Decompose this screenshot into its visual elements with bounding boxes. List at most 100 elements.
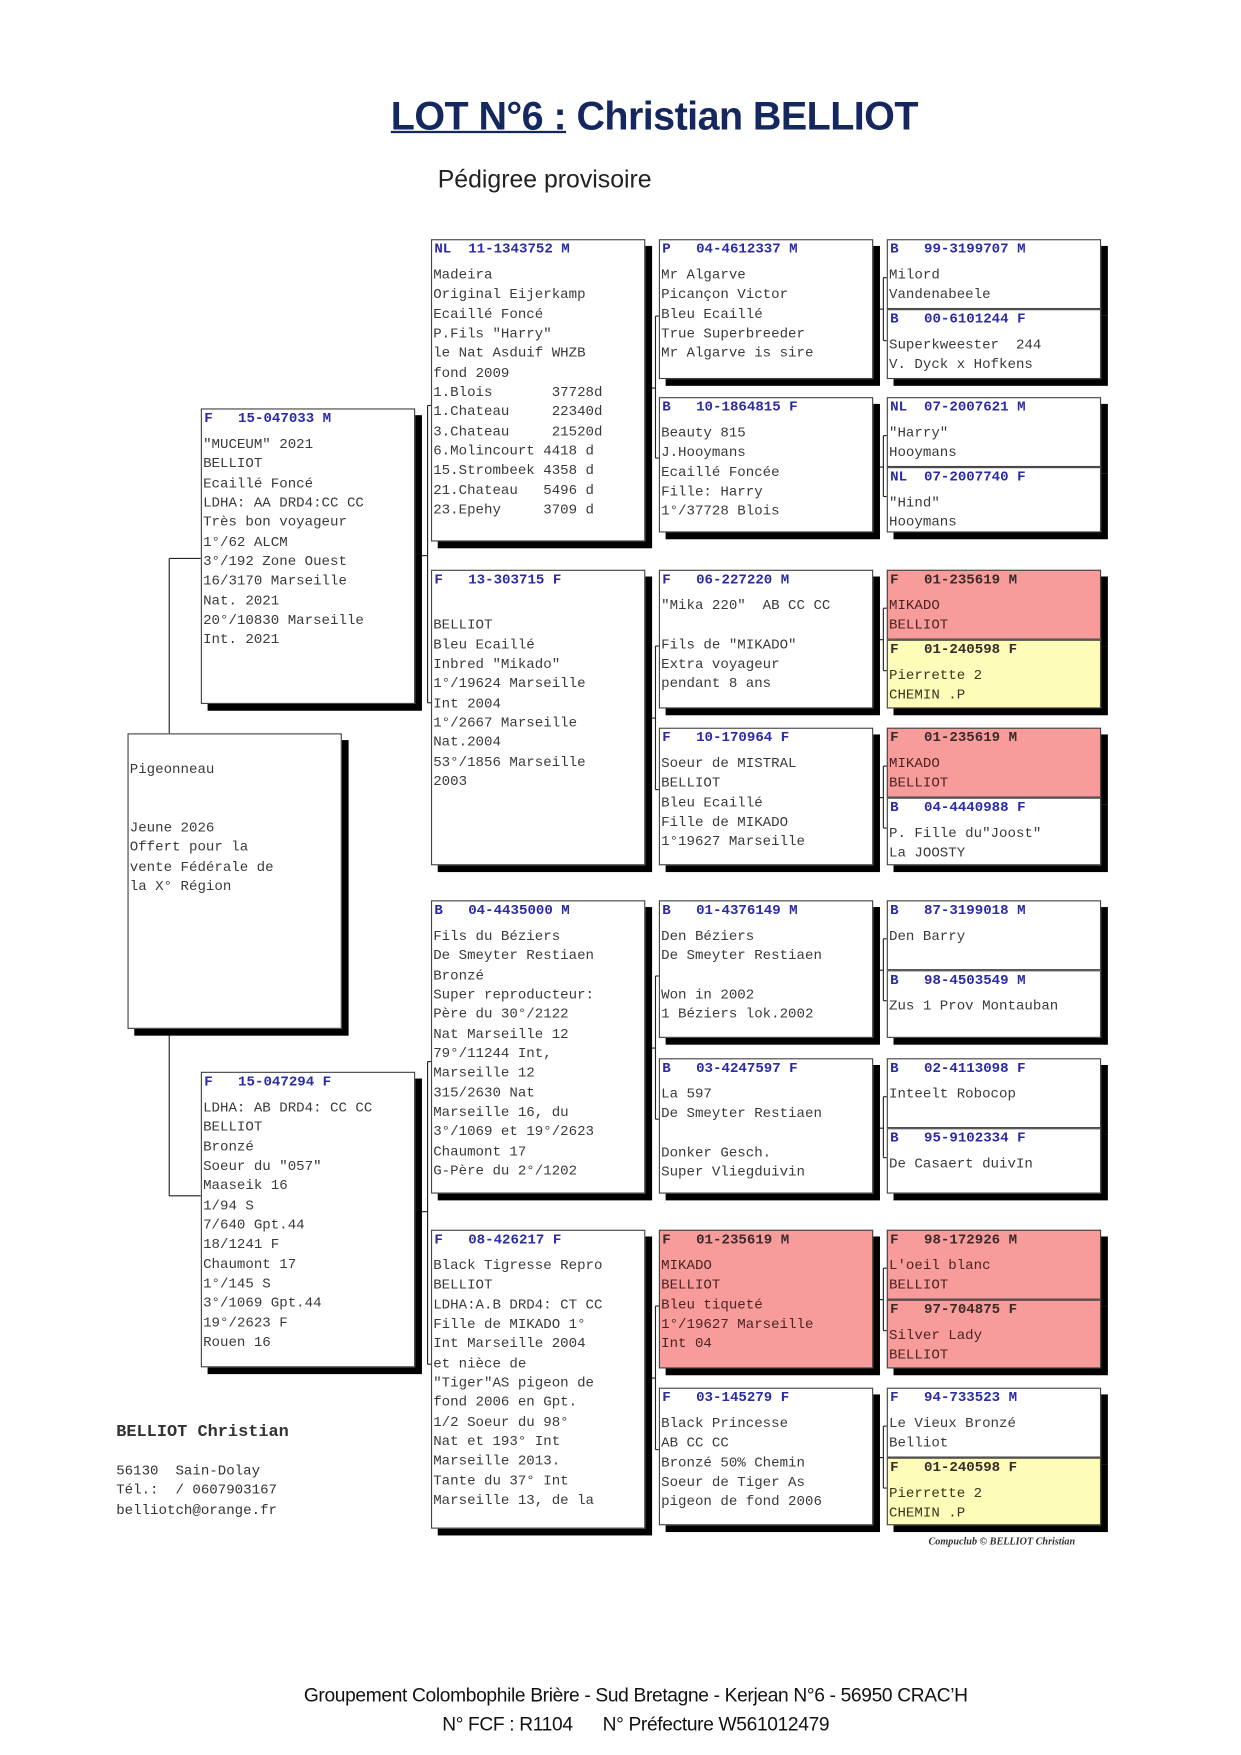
card-text-line: Bleu Ecaillé [433,637,535,653]
ring-number-header: B 00-6101244 F [890,311,1026,328]
ring-number-header: NL 07-2007621 M [890,399,1026,416]
ancestor-card-gen4: NL 07-2007621 M"Harry"Hooymans [886,397,1102,468]
card-text-line: 1 Béziers lok.2002 [661,1006,814,1023]
card-text-line: De Casaert duivIn [889,1156,1033,1173]
card-text-line: BELLIOT [433,617,493,634]
card-text-line: 15.Strombeek 4358 d [433,462,595,479]
card-text-line: Bronzé [433,967,485,984]
card-text-line: vente Fédérale de [129,859,274,876]
card-text-line: LDHA: AA DRD4:CC CC [203,495,364,512]
card-text-line: Pierrette 2 [889,1485,983,1502]
card-text-line: Pierrette 2 [889,667,983,684]
ring-number-header: F 08-426217 F [434,1231,562,1248]
card-text-line: Int Marseille 2004 [433,1336,586,1352]
card-text-line: Picançon Victor [661,286,789,303]
card-text-line: pigeon de fond 2006 [661,1494,822,1510]
card-text-line: Won in 2002 [661,987,755,1003]
card-text-line: Bleu Ecaillé [661,306,763,323]
card-text-line: Chaumont 17 [433,1143,527,1160]
card-text-line: V. Dyck x Hofkens [889,356,1033,373]
card-text-line: et nièce de [433,1355,527,1372]
breeder-email: belliotch@orange.fr [116,1502,278,1519]
ring-number-header: B 03-4247597 F [662,1060,798,1077]
lot-number: LOT N°6 : [390,94,567,139]
card-text-line: Fille: Harry [661,483,763,500]
card-text-line: Ecaillé Foncée [661,464,780,481]
card-text-line: Int. 2021 [203,632,280,648]
card-text-line: 315/2630 Nat [433,1084,535,1101]
card-text-line: 3°/1069 Gpt.44 [203,1295,322,1312]
card-text-line: Nat. 2021 [203,592,280,609]
card-text-line: BELLIOT [889,1347,949,1364]
card-text-line: 2003 [433,773,468,790]
ring-number-header: F 15-047294 F [204,1074,332,1090]
card-text-line: L'oeil blanc [889,1257,991,1274]
card-text-line: 1°/145 S [203,1275,271,1292]
ring-number-header: NL 07-2007740 F [890,469,1026,486]
card-text-line: Bleu tiqueté [661,1297,763,1313]
card-text-line: 3°/1069 et 19°/2623 [433,1123,595,1140]
ring-number-header: F 97-704875 F [890,1301,1018,1318]
card-text-line: 3°/192 Zone Ouest [203,553,347,570]
card-text-line: De Smeyter Restiaen [661,1105,822,1122]
card-text-line: Belliot [889,1435,949,1452]
ring-number-header: B 87-3199018 M [890,902,1026,919]
card-text-line: Inteelt Robocop [889,1086,1016,1103]
card-text-line: 21.Chateau 5496 d [433,482,595,499]
card-text-line: Milord [889,267,940,284]
card-text-line: BELLIOT [889,775,949,792]
card-text-line: Hooymans [889,514,957,531]
card-text-line [660,616,872,636]
card-text-line: BELLIOT [203,456,263,472]
card-text-line: Int 2004 [433,695,501,712]
card-text-line: 20°/10830 Marseille [203,612,364,629]
card-text-line: Zus 1 Prov Montauban [889,998,1059,1015]
card-text-line: CHEMIN .P [889,1505,966,1522]
ring-number-header: F 03-145279 F [662,1389,790,1406]
card-text-line: la X° Région [129,878,232,895]
card-text-line: Jeune 2026 [129,820,215,836]
ring-number-header: F 01-235619 M [662,1231,790,1248]
card-text-line: Soeur de Tiger As [661,1474,805,1491]
ring-number-header: F 15-047033 M [204,410,332,427]
card-text-line: BELLIOT [889,1277,949,1294]
card-text-line: 6.Molincourt 4418 d [433,443,595,460]
card-text-line: Fils du Béziers [433,928,561,945]
card-text-line: De Smeyter Restiaen [433,948,595,964]
ring-number-header: F 94-733523 M [890,1389,1018,1406]
card-text-line: Fille de MIKADO 1° [433,1316,586,1333]
card-text-line [432,597,644,617]
card-text-line: 1.Blois 37728d [433,384,603,401]
card-text-line: P. Fille du"Joost" [889,825,1042,842]
card-text-line: Super Vliegduivin [661,1164,805,1181]
card-text-line: Le Vieux Bronzé [889,1415,1016,1432]
ring-number-header [129,734,341,760]
card-text-line: AB CC CC [661,1435,729,1452]
card-text-line: 1.Chateau 22340d [433,404,603,421]
card-text-line: Superkweester 244 [889,337,1042,354]
ring-number-header: F 13-303715 F [434,571,562,588]
card-text-line: Vandenabeele [889,286,991,303]
ring-number-header: F 01-235619 M [890,729,1018,746]
card-text-line: LDHA:A.B DRD4: CT CC [433,1297,603,1313]
software-credit: Compuclub © BELLIOT Christian [928,1535,1076,1547]
card-text-line: MIKADO [889,597,940,614]
ring-number-header: B 04-4440988 F [890,799,1026,816]
card-text-line: 18/1241 F [203,1236,280,1253]
ring-number-header: NL 11-1343752 M [434,241,570,258]
card-text-line: Maaseik 16 [203,1178,288,1194]
ring-number-header: F 01-235619 M [890,571,1018,588]
card-text-line: J.Hooymans [661,444,746,461]
card-text-line: 1/2 Soeur du 98° [433,1414,569,1431]
card-text-line: 1°/62 ALCM [203,534,288,551]
